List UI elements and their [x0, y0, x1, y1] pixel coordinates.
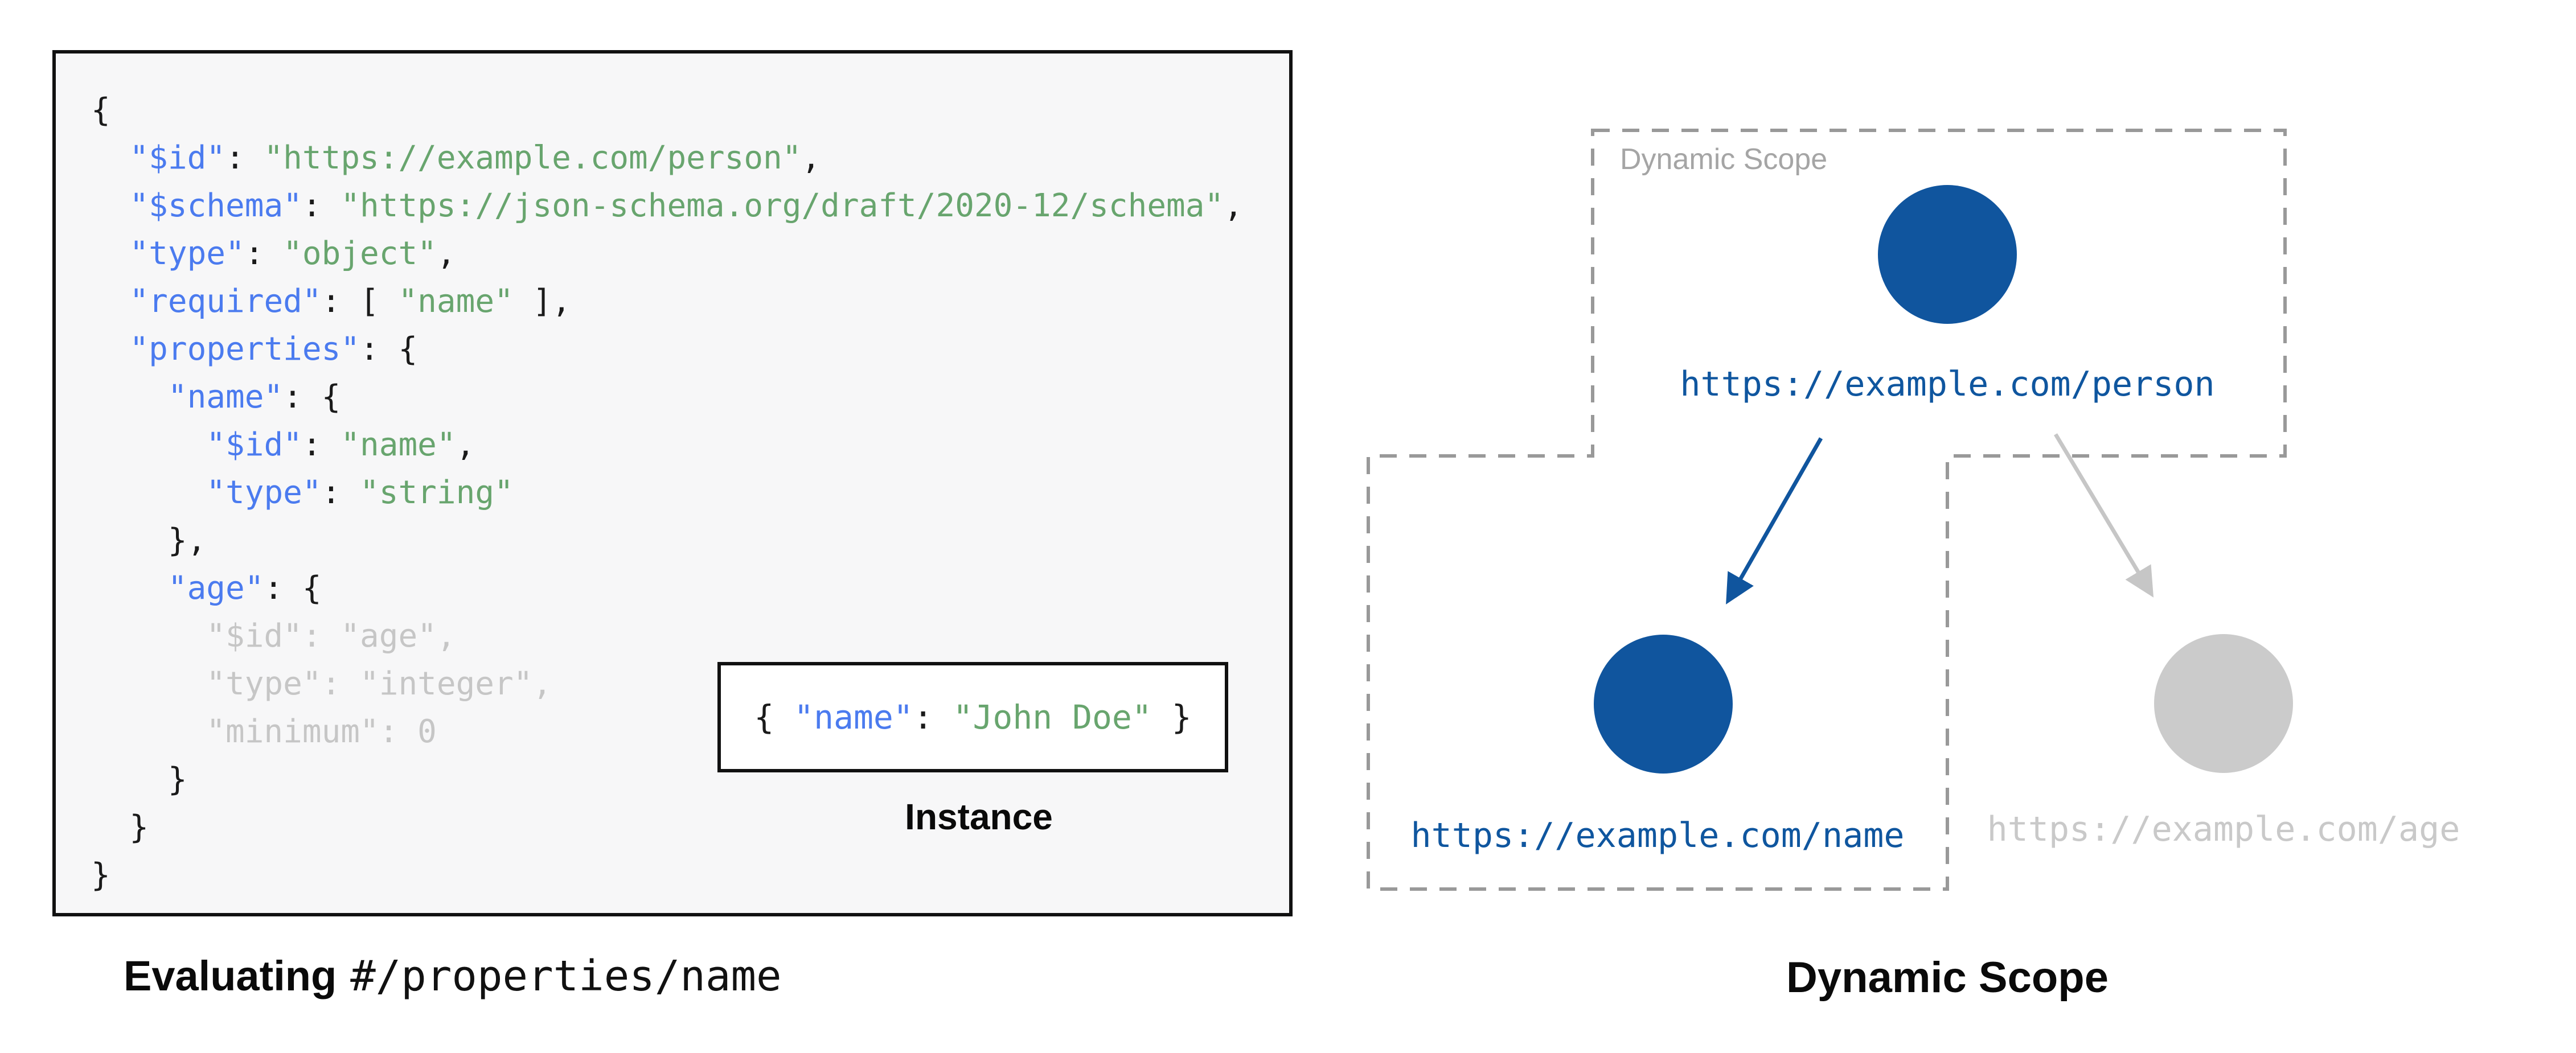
- age-node-label: https://example.com/age: [1987, 809, 2460, 849]
- age-node-circle: [2154, 634, 2293, 773]
- name-node-label: https://example.com/name: [1410, 816, 1905, 855]
- evaluating-caption: Evaluating #/properties/name: [124, 952, 782, 1001]
- dynamic-scope-outline: [1367, 129, 2287, 891]
- instance-box: { "name": "John Doe" }: [717, 662, 1228, 772]
- schema-code-box: { "$id": "https://example.com/person", "…: [52, 50, 1293, 916]
- instance-code: { "name": "John Doe" }: [754, 698, 1192, 737]
- name-node-circle: [1594, 635, 1733, 774]
- schema-code: { "$id": "https://example.com/person", "…: [91, 92, 1243, 894]
- person-node-label: https://example.com/person: [1680, 364, 2215, 404]
- ref-arrow-age: [2053, 433, 2154, 598]
- ref-arrow-name: [1726, 437, 1823, 604]
- dynamic-scope-box-label: Dynamic Scope: [1620, 143, 1828, 176]
- evaluating-caption-pointer: #/properties/name: [350, 952, 782, 1001]
- person-node-circle: [1878, 185, 2017, 324]
- instance-label: Instance: [905, 796, 1053, 837]
- evaluating-caption-bold: Evaluating: [124, 952, 337, 999]
- dynamic-scope-caption: Dynamic Scope: [1786, 953, 2109, 1002]
